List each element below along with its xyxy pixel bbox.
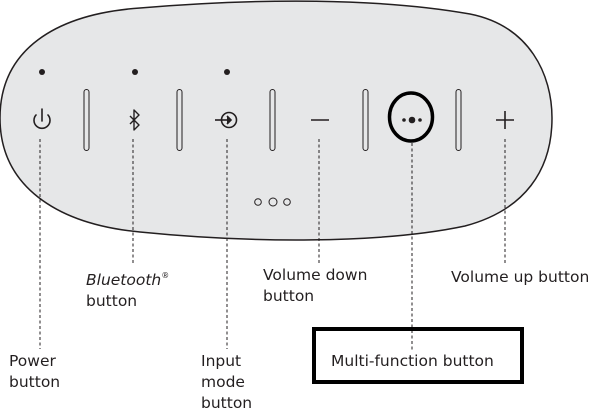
multi-function-dots-icon[interactable] [402,116,422,124]
multi-function-highlight-circle [387,91,435,143]
input-mode-led-dot [224,69,230,75]
input-mode-button-label: Input mode button [201,352,253,412]
bluetooth-led-dot [132,69,138,75]
power-icon[interactable] [33,108,51,130]
bluetooth-icon[interactable] [129,109,140,131]
power-button-label: Power button [9,352,61,391]
three-dots-indicator-icon [254,197,291,207]
separator-slot [176,89,183,151]
plus-icon[interactable] [496,111,514,129]
multi-function-callout-box [312,327,524,384]
separator-slot [455,89,462,151]
power-led-dot [39,69,45,75]
volume-up-button-label: Volume up button [451,268,590,286]
bluetooth-button-label: Bluetooth® button [86,271,170,310]
separator-slot [362,89,369,151]
input-mode-icon[interactable] [215,111,238,129]
volume-down-button-label: Volume down button [263,266,368,305]
multi-function-button-label: Multi-function button [331,352,494,370]
separator-slot [83,89,90,151]
speaker-body [0,0,553,241]
separator-slot [269,89,276,151]
